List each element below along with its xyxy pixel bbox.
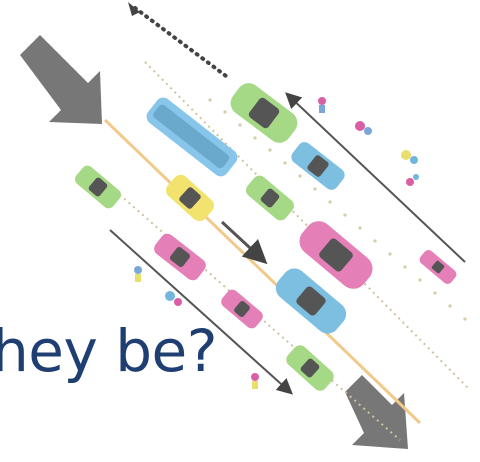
person-icon	[318, 97, 326, 113]
car-icon	[154, 233, 206, 281]
car-icon	[275, 268, 347, 334]
car-icon	[221, 289, 263, 329]
car-icon	[286, 345, 334, 391]
car-icon	[299, 221, 373, 289]
road-lines	[87, 61, 471, 441]
bicycle-icon	[165, 291, 182, 306]
person-icon	[251, 373, 259, 389]
car-icon	[245, 175, 295, 221]
car-icon	[291, 142, 345, 190]
bicycle-icon	[401, 150, 418, 164]
person-icon	[134, 266, 142, 282]
bicycle-icon	[355, 121, 372, 135]
car-icon	[230, 83, 298, 143]
texture-marks	[208, 98, 467, 321]
car-icon	[166, 174, 214, 222]
bicycle-icon	[406, 174, 419, 186]
car-icon	[419, 250, 457, 284]
car-icon	[74, 165, 122, 209]
headline-text: hey be?	[0, 317, 218, 385]
dotted-arrow-icon	[128, 2, 228, 78]
bus-icon	[146, 97, 238, 177]
arrow-down-right-icon	[20, 35, 102, 124]
arrow-down-right-icon	[345, 375, 408, 449]
